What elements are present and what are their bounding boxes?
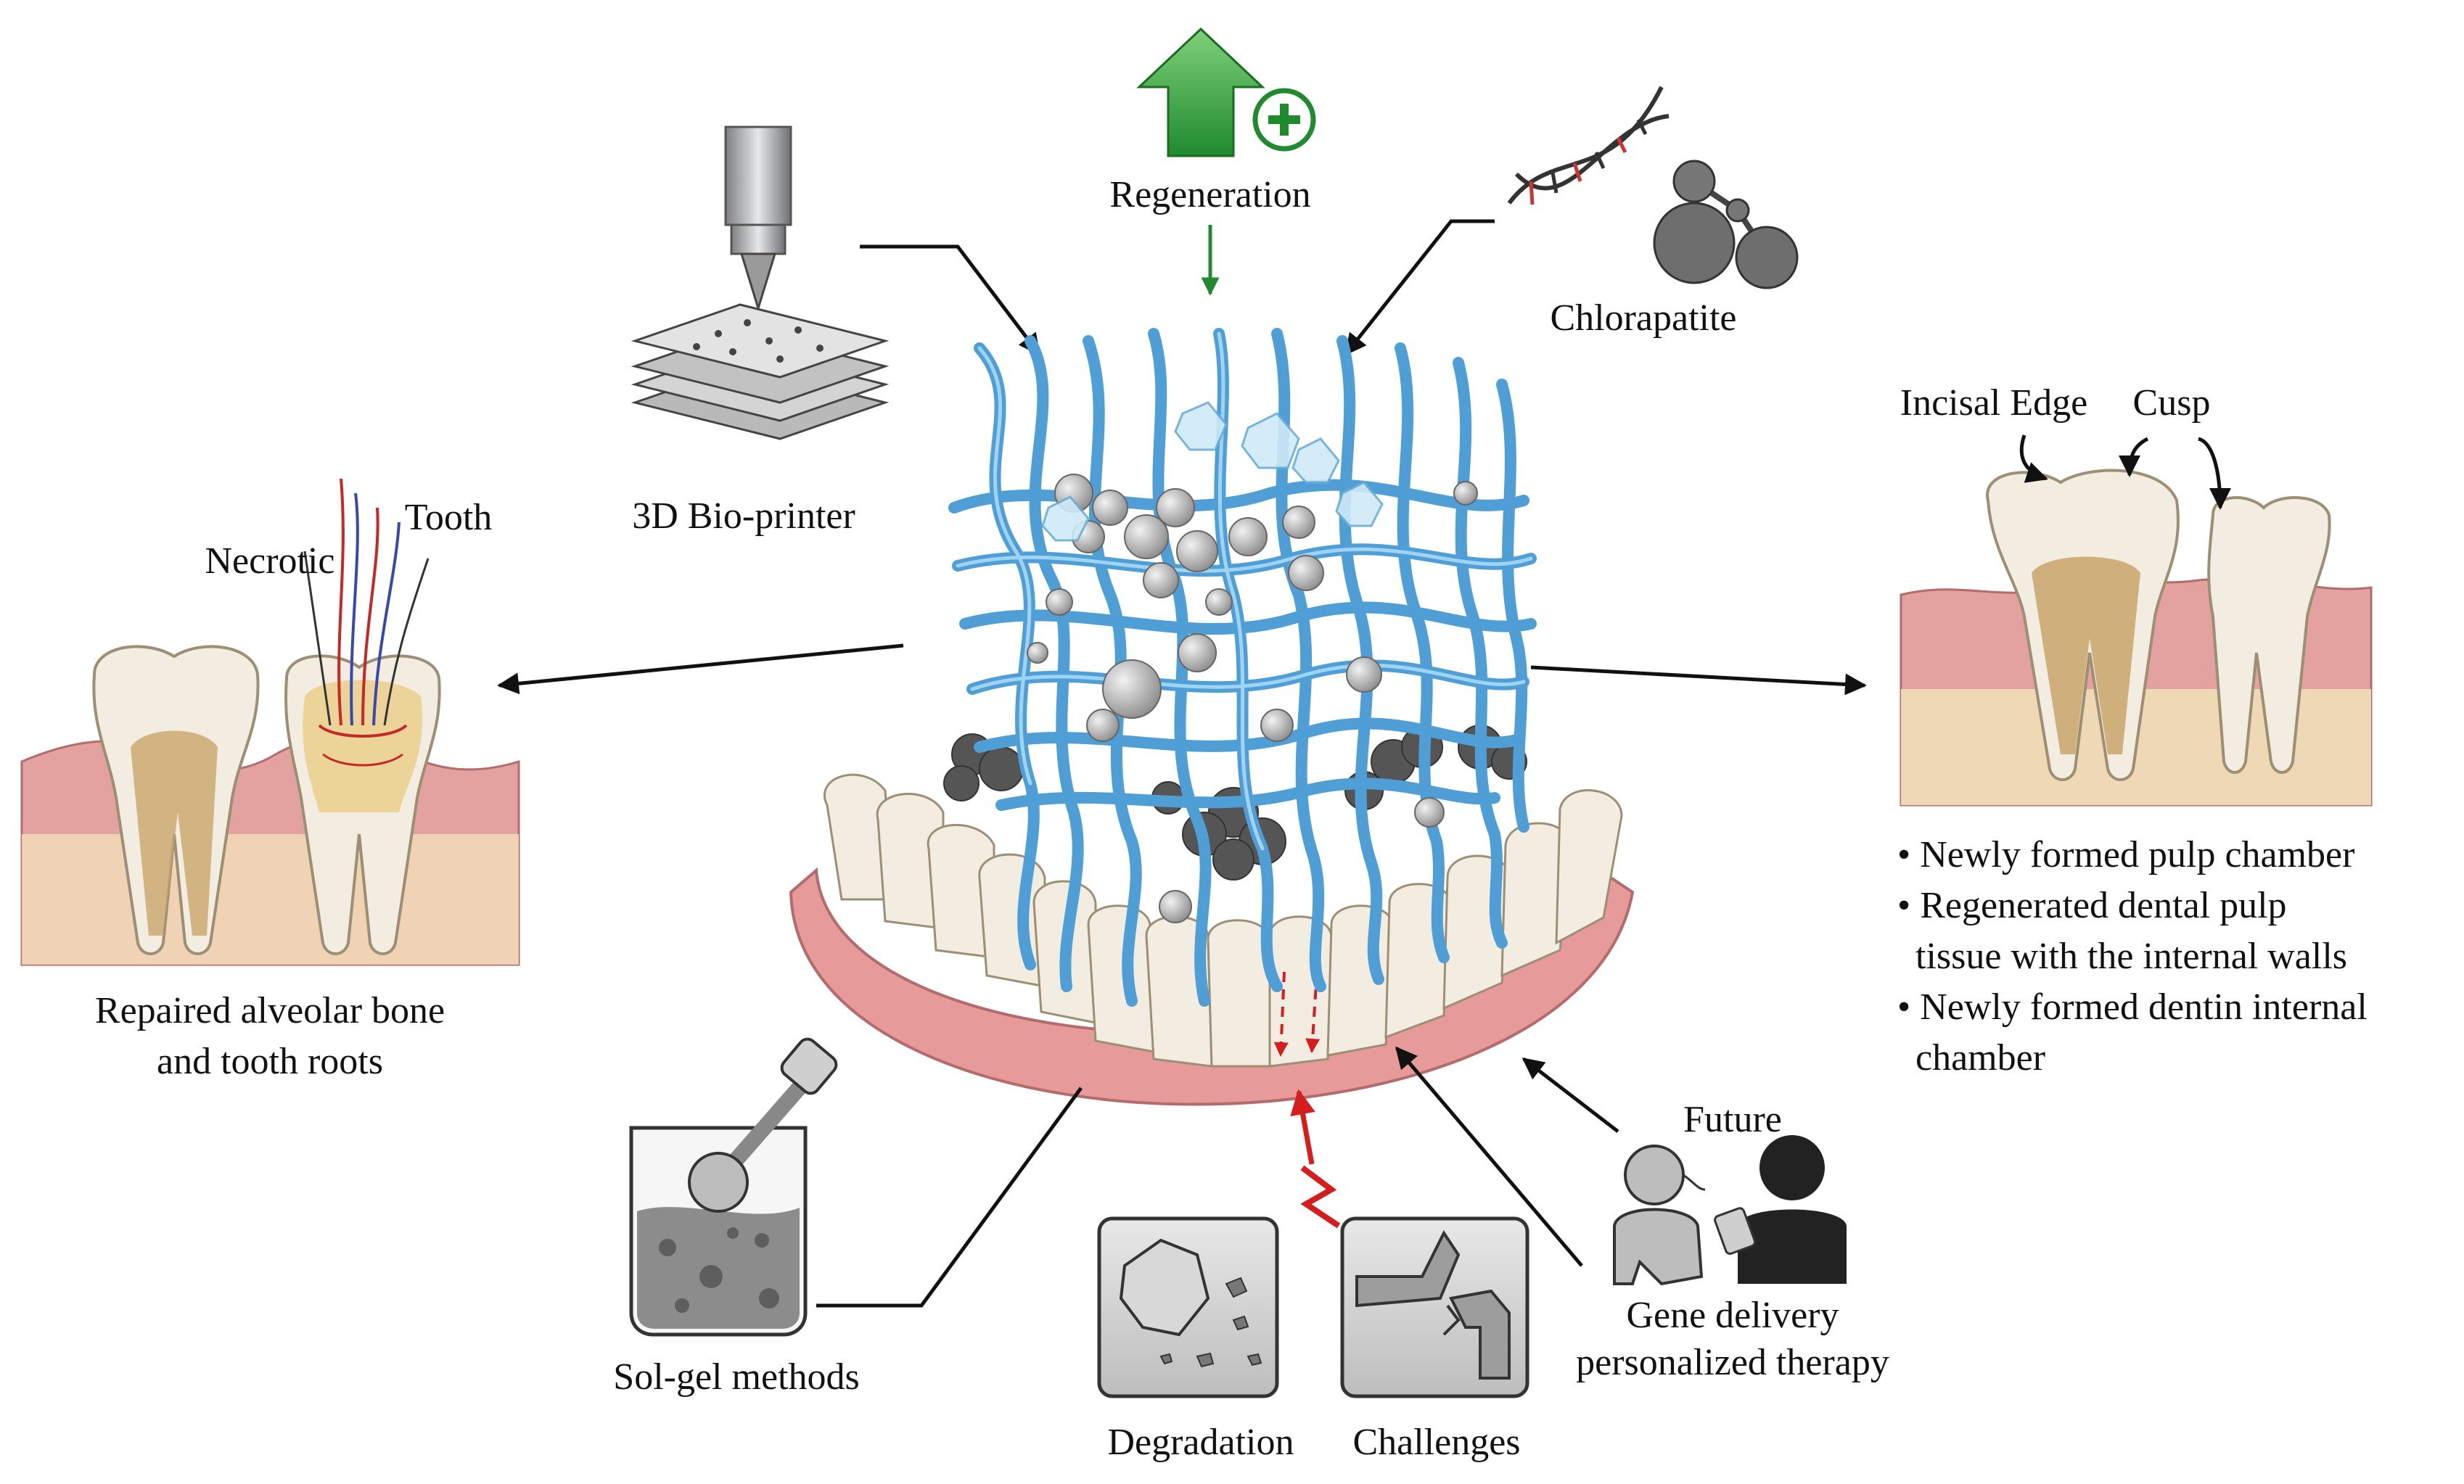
repaired-label-line2: and tooth roots bbox=[157, 1041, 383, 1082]
chlorapatite-label: Chlorapatite bbox=[1550, 297, 1736, 339]
necrotic-tooth-illustration bbox=[20, 478, 520, 966]
gene-delivery-label-line2: personalized therapy bbox=[1576, 1342, 1889, 1383]
chlorapatite-arrow bbox=[1344, 219, 1495, 356]
left-panel-arrow bbox=[497, 643, 904, 695]
repaired-label-line1: Repaired alveolar bone bbox=[95, 990, 445, 1031]
bullet-regenerated-pulp-cont: tissue with the internal walls bbox=[1915, 936, 2347, 977]
future-arrow bbox=[1521, 1058, 1619, 1133]
cusp-label: Cusp bbox=[2133, 382, 2211, 424]
necrotic-label: Necrotic bbox=[205, 540, 334, 582]
cusp-arrow-left bbox=[2119, 437, 2149, 477]
regenerated-tooth-illustration bbox=[1900, 469, 2373, 807]
lightning-icon bbox=[1300, 1165, 1341, 1229]
bioprinter-arrow bbox=[860, 244, 1040, 356]
gene-delivery-label-line1: Gene delivery bbox=[1626, 1295, 1839, 1336]
tooth-label: Tooth bbox=[405, 497, 493, 538]
regeneration-label: Regeneration bbox=[1109, 174, 1310, 215]
outcome-bullets: • Newly formed pulp chamber • Regenerate… bbox=[1897, 834, 2368, 1079]
bullet-dentin-chamber-cont: chamber bbox=[1915, 1037, 2045, 1079]
solgel-connector bbox=[816, 1087, 1083, 1308]
bullet-pulp-chamber: • Newly formed pulp chamber bbox=[1897, 834, 2354, 875]
future-label: Future bbox=[1683, 1099, 1782, 1140]
degradation-label: Degradation bbox=[1107, 1422, 1294, 1463]
gene-delivery-arrow bbox=[1395, 1046, 1583, 1267]
bullet-regenerated-pulp: • Regenerated dental pulp bbox=[1897, 885, 2287, 926]
incisal-edge-label: Incisal Edge bbox=[1900, 382, 2087, 424]
incisal-edge-arrow bbox=[2019, 434, 2048, 483]
patient-doctor-icon bbox=[1613, 1135, 1847, 1286]
dna-molecule-icon bbox=[1507, 86, 1799, 289]
challenge-red-arrow bbox=[1290, 1089, 1315, 1165]
challenges-label: Challenges bbox=[1352, 1422, 1520, 1463]
bullet-dentin-chamber: • Newly formed dentin internal bbox=[1897, 986, 2368, 1028]
dental-arch bbox=[789, 773, 1635, 1106]
solgel-label: Sol-gel methods bbox=[613, 1356, 859, 1398]
bioprinter-icon bbox=[631, 125, 890, 440]
beaker-pestle-icon bbox=[629, 1037, 838, 1337]
right-panel-arrow bbox=[1530, 665, 1867, 696]
crumbling-icon bbox=[1097, 1216, 1279, 1398]
up-arrow-plus-icon bbox=[1136, 27, 1316, 157]
broken-pipe-icon bbox=[1340, 1216, 1529, 1398]
fiber-scaffold bbox=[943, 328, 1537, 1007]
bioprinter-label: 3D Bio-printer bbox=[632, 495, 855, 537]
cusp-arrow-right bbox=[2198, 437, 2231, 510]
